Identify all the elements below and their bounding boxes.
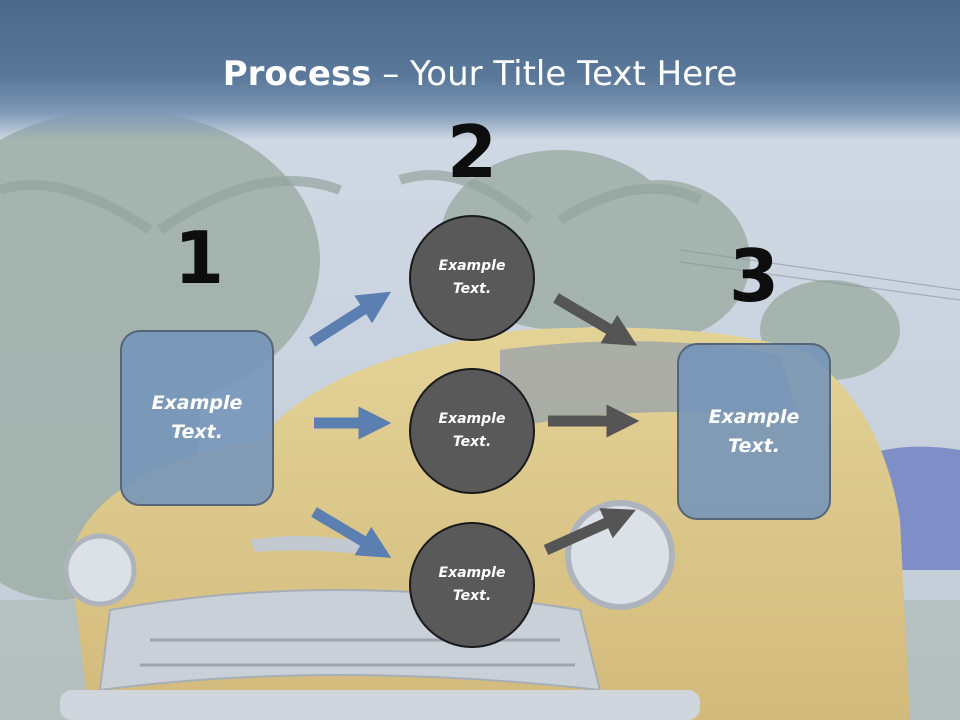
circle-top-text: Example Text.: [438, 258, 506, 297]
circle-middle-text: Example Text.: [438, 411, 506, 450]
circle-top[interactable]: Example Text.: [409, 215, 535, 341]
circle-bottom-text: Example Text.: [438, 565, 506, 604]
step-1-box[interactable]: Example Text.: [120, 330, 274, 506]
page-title: Process – Your Title Text Here: [0, 52, 960, 96]
title-band: [0, 0, 960, 140]
step-number-2: 2: [446, 110, 498, 194]
step-number-3: 3: [728, 234, 780, 318]
title-strong: Process: [222, 54, 372, 94]
step-1-text: Example Text.: [151, 392, 243, 443]
arrow-box1-to-circle3: [311, 507, 392, 558]
title-rest: – Your Title Text Here: [371, 54, 738, 94]
step-number-1: 1: [173, 216, 225, 300]
arrow-circle1-to-box3: [553, 293, 638, 346]
circle-middle[interactable]: Example Text.: [409, 368, 535, 494]
arrow-box1-to-circle1: [309, 291, 391, 347]
step-3-box[interactable]: Example Text.: [677, 343, 831, 520]
circle-bottom[interactable]: Example Text.: [409, 522, 535, 648]
arrow-circle3-to-box3: [543, 508, 637, 556]
step-3-text: Example Text.: [708, 405, 800, 457]
